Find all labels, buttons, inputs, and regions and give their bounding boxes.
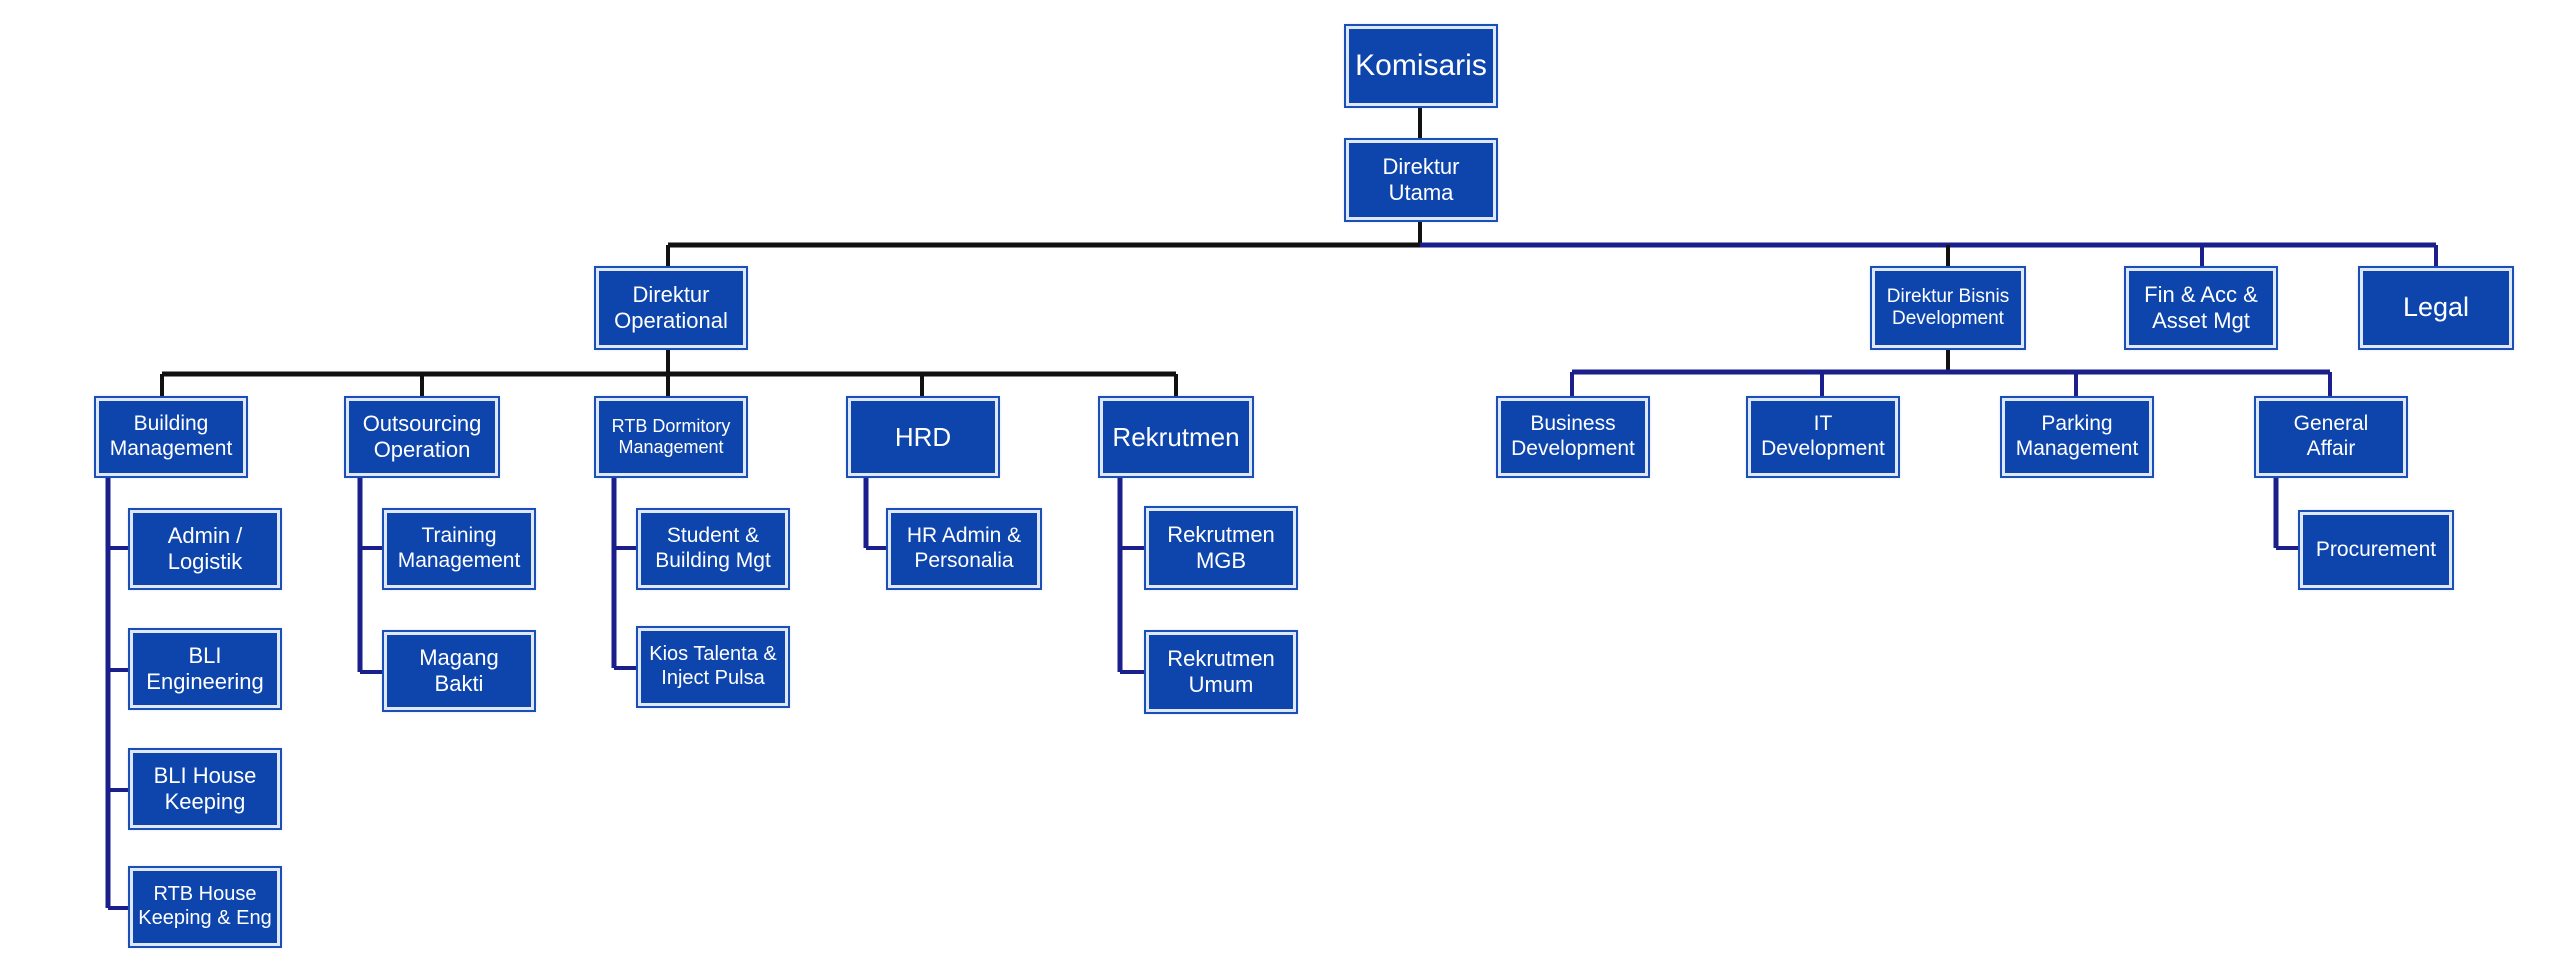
node-rekrutmen-mgb: Rekrutmen MGB [1144, 506, 1298, 590]
node-building-management: Building Management [94, 396, 248, 478]
node-general-affair: General Affair [2254, 396, 2408, 478]
node-parking-management: Parking Management [2000, 396, 2154, 478]
node-kios-talenta: Kios Talenta & Inject Pulsa [636, 626, 790, 708]
node-fin-acc: Fin & Acc & Asset Mgt [2124, 266, 2278, 350]
node-rtb-house-keeping: RTB House Keeping & Eng [128, 866, 282, 948]
node-direktur-operational: Direktur Operational [594, 266, 748, 350]
node-admin-logistik: Admin / Logistik [128, 508, 282, 590]
node-komisaris: Komisaris [1344, 24, 1498, 108]
node-it-development: IT Development [1746, 396, 1900, 478]
node-bli-house-keeping: BLI House Keeping [128, 748, 282, 830]
node-magang-bakti: Magang Bakti [382, 630, 536, 712]
node-direktur-utama: Direktur Utama [1344, 138, 1498, 222]
node-rekrutmen-umum: Rekrutmen Umum [1144, 630, 1298, 714]
node-outsourcing-operation: Outsourcing Operation [344, 396, 500, 478]
node-business-development: Business Development [1496, 396, 1650, 478]
node-training-management: Training Management [382, 508, 536, 590]
node-rtb-dormitory: RTB Dormitory Management [594, 396, 748, 478]
node-rekrutmen: Rekrutmen [1098, 396, 1254, 478]
node-hr-admin: HR Admin & Personalia [886, 508, 1042, 590]
node-direktur-bisnis: Direktur Bisnis Development [1870, 266, 2026, 350]
node-procurement: Procurement [2298, 510, 2454, 590]
node-legal: Legal [2358, 266, 2514, 350]
node-hrd: HRD [846, 396, 1000, 478]
node-student-building: Student & Building Mgt [636, 508, 790, 590]
node-bli-engineering: BLI Engineering [128, 628, 282, 710]
